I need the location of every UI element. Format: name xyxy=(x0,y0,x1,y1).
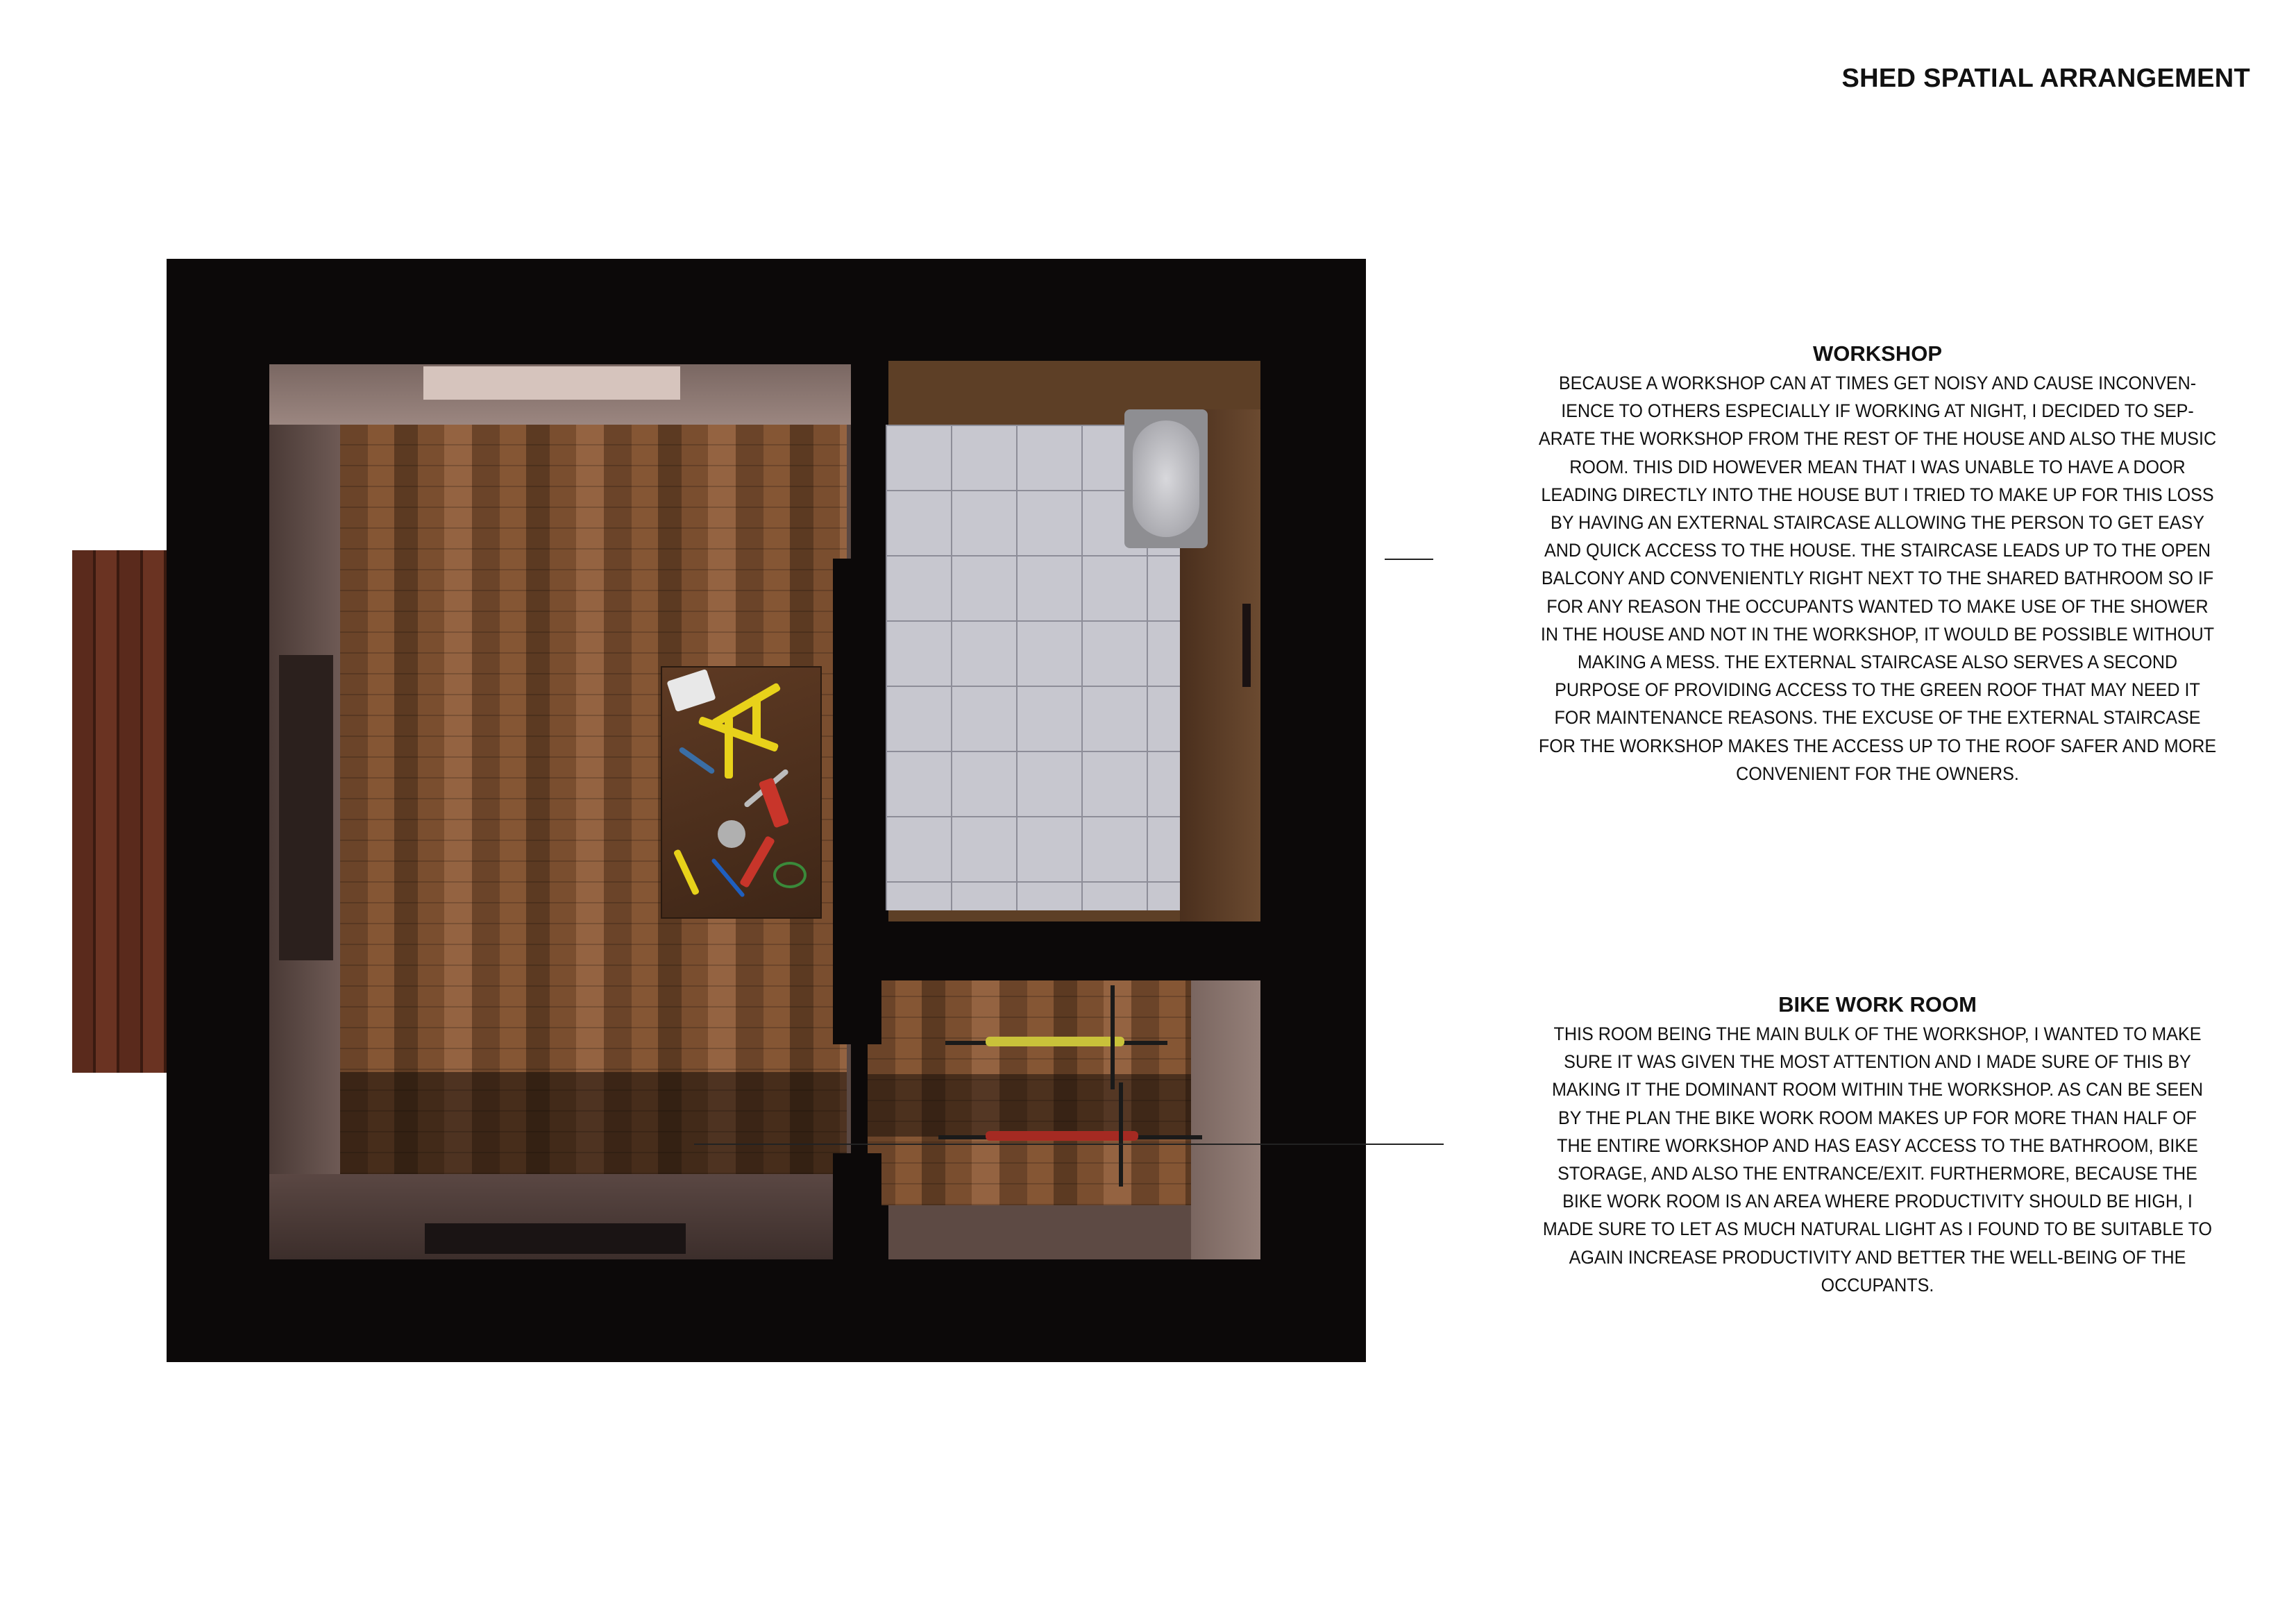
partition-wall xyxy=(833,1153,881,1259)
partition-wall xyxy=(855,364,884,527)
bicycle-frame xyxy=(986,1131,1138,1141)
leader-line xyxy=(1385,559,1433,560)
page-title: SHED SPATIAL ARRANGEMENT xyxy=(1841,64,2250,93)
ruler-tool xyxy=(711,682,782,728)
screwdriver-tool xyxy=(673,849,700,896)
bicycle-handlebar xyxy=(1111,985,1115,1089)
hammer-tool xyxy=(738,835,776,889)
bathtub-basin xyxy=(1133,420,1199,537)
workshop-heading: WORKSHOP xyxy=(1813,341,1942,366)
ruler-tool xyxy=(752,695,761,744)
ruler-tool xyxy=(698,715,779,753)
paper-sheet xyxy=(666,668,716,713)
floor-shadow xyxy=(340,1072,847,1174)
skylight xyxy=(423,366,680,400)
ruler-tool xyxy=(725,716,733,779)
bike-work-room-section: BIKE WORK ROOM THIS ROOM BEING THE MAIN … xyxy=(1513,992,2242,1299)
workbench xyxy=(661,666,822,919)
bike-work-room-body: THIS ROOM BEING THE MAIN BULK OF THE WOR… xyxy=(1542,1023,2213,1295)
partition-wall xyxy=(833,559,881,1044)
workshop-body: BECAUSE A WORKSHOP CAN AT TIMES GET NOIS… xyxy=(1538,373,2217,784)
workshop-section: WORKSHOP BECAUSE A WORKSHOP CAN AT TIMES… xyxy=(1513,341,2242,788)
leader-line xyxy=(694,1144,1444,1145)
bicycle-frame xyxy=(986,1037,1124,1046)
bathroom-window xyxy=(1242,604,1251,687)
bottom-window xyxy=(425,1223,686,1254)
pliers-tool xyxy=(758,777,790,829)
bike-storage-wall-right xyxy=(1191,980,1260,1259)
screwdriver-tool xyxy=(678,746,716,775)
bike-work-room-heading: BIKE WORK ROOM xyxy=(1778,992,1977,1017)
bicycle-handlebar xyxy=(1119,1082,1123,1187)
pen-tool xyxy=(711,858,745,898)
cable-tool xyxy=(773,862,807,888)
left-window xyxy=(279,655,333,960)
floor-shadow xyxy=(868,1074,1191,1137)
sanding-disc xyxy=(718,820,745,848)
external-deck xyxy=(72,550,167,1073)
